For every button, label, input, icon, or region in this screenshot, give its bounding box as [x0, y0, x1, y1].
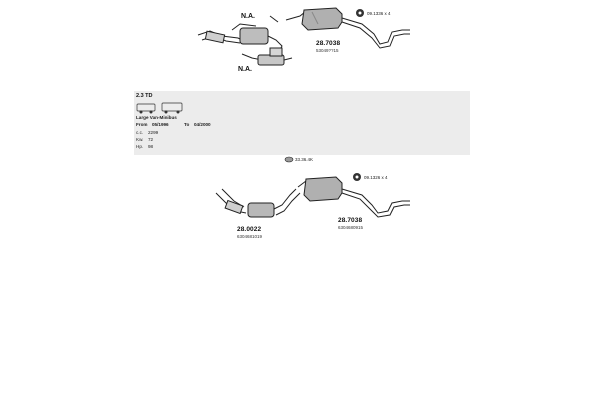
- bottom-left-oe-number: 6304681019: [237, 234, 263, 239]
- top-exhaust-drawing: [197, 7, 410, 66]
- to-value: 04/2000: [194, 122, 211, 127]
- engine-label: 2.3 TD: [136, 93, 153, 99]
- from-label: From: [136, 122, 148, 127]
- cc-value: 2299: [148, 130, 159, 135]
- hp-label: Hp.: [136, 144, 144, 149]
- kw-value: 72: [148, 137, 154, 142]
- hp-value: 98: [148, 144, 154, 149]
- bottom-front-pipe-icon: [215, 188, 301, 218]
- top-part-number[interactable]: 28.7038: [316, 40, 341, 47]
- bottom-exhaust-drawing: [215, 173, 410, 218]
- from-value: 05/1996: [152, 122, 169, 127]
- bottom-right-part-number[interactable]: 28.7038: [338, 217, 363, 224]
- bottom-right-oe-number: 6304680915: [338, 225, 364, 230]
- top-mount-kit-label[interactable]: 09.1336 x 4: [367, 11, 391, 16]
- top-na-label-upper: N.A.: [241, 13, 255, 20]
- top-rear-silencer-icon: [285, 7, 410, 49]
- top-front-pipe-icon: [197, 15, 293, 66]
- vehicle-info-band: 2.3 TD Large Van-Minibus From 05/1996 To…: [134, 91, 470, 155]
- top-mount-kit-icon: [356, 9, 364, 17]
- body-type: Large Van-Minibus: [136, 115, 177, 120]
- top-oe-number: 53049??15: [316, 48, 339, 53]
- mid-part[interactable]: 33.36.4K: [284, 156, 324, 164]
- bottom-rear-silencer-icon: [297, 176, 410, 218]
- bottom-left-part-number[interactable]: 28.0022: [237, 226, 262, 233]
- to-label: To: [184, 122, 190, 127]
- bottom-exhaust-diagram: 28.0022 6304681019 28.7038 6304680915 09…: [0, 165, 600, 250]
- clamp-icon: [284, 156, 294, 163]
- mid-part-number: 33.36.4K: [295, 157, 314, 162]
- bottom-mount-kit-icon: [353, 173, 361, 181]
- bottom-mount-kit-label[interactable]: 09.1326 x 4: [364, 175, 388, 180]
- kw-label: Kw.: [136, 137, 144, 142]
- cc-label: c.c.: [136, 130, 144, 135]
- top-na-label-lower: N.A.: [238, 66, 252, 73]
- van-minibus-icon: [136, 102, 183, 114]
- top-exhaust-diagram: N.A. N.A. 28.7038 53049??15 09.1336 x 4: [0, 0, 600, 90]
